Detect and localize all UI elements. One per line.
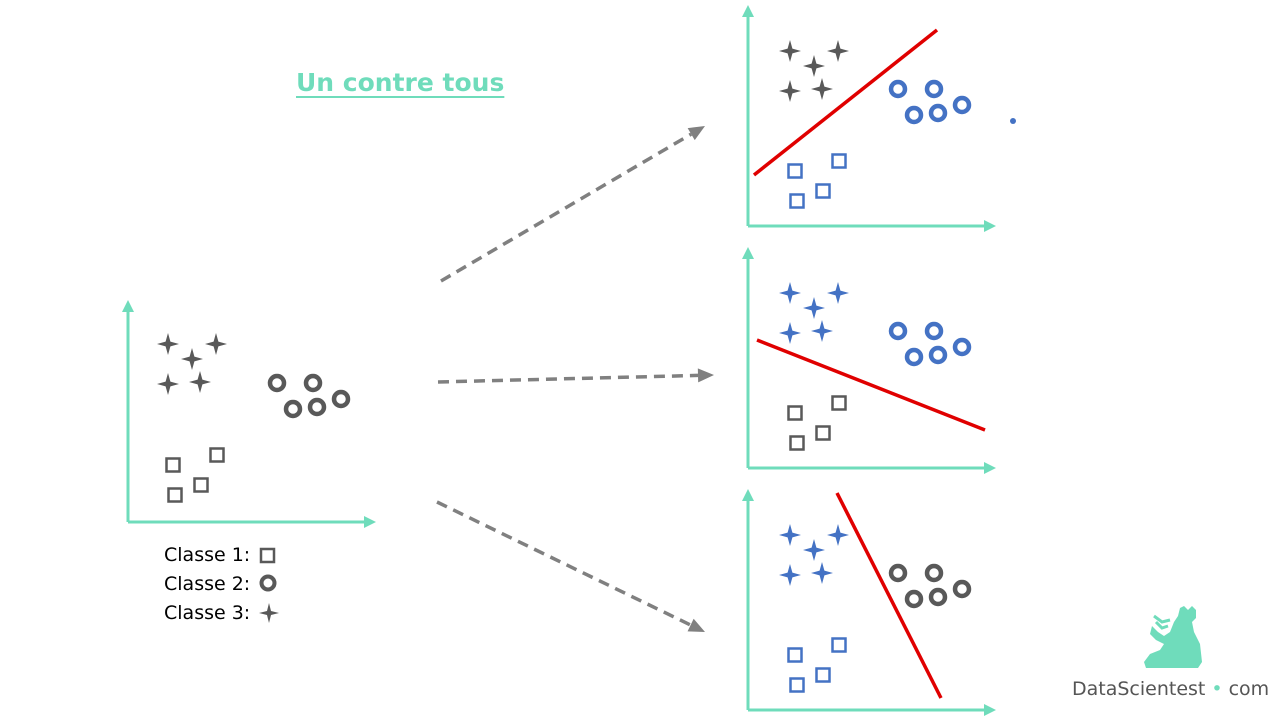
source-star-marker-3 <box>205 333 227 355</box>
source-square-marker-4 <box>167 487 183 503</box>
binary-panel-1-square-marker-3 <box>815 183 831 199</box>
dashed-arrow-1-head <box>687 126 705 141</box>
legend-item-class-2: Classe 2: <box>164 569 280 598</box>
binary-panel-2-ring-marker-4 <box>928 345 948 365</box>
binary-panel-2-star-marker-4 <box>779 322 801 344</box>
source-square-marker-3 <box>193 477 209 493</box>
dashed-arrow-3-head <box>687 618 705 632</box>
binary-panel-1-ring-marker-4 <box>928 103 948 123</box>
dashed-arrow-1 <box>440 132 693 283</box>
binary-panel-1-ring-marker-5 <box>952 95 972 115</box>
binary-panel-1-star-marker-4 <box>779 80 801 102</box>
binary-panel-1-separator-line <box>752 28 939 177</box>
binary-panel-3-star-marker-5 <box>811 562 833 584</box>
legend-label-class-3: Classe 3: <box>164 601 251 624</box>
binary-panel-1-star-marker-3 <box>827 40 849 62</box>
binary-panel-1-square-marker-4 <box>789 193 805 209</box>
binary-panel-2-square-marker-3 <box>815 425 831 441</box>
sphinx-logo-icon <box>1144 606 1202 668</box>
legend-label-class-1: Classe 1: <box>164 543 251 566</box>
binary-panel-1-star-marker-5 <box>811 78 833 100</box>
legend-item-class-1: Classe 1: <box>164 540 280 569</box>
source-ring-marker-1 <box>267 373 287 393</box>
binary-panel-1-star-marker-1 <box>779 40 801 62</box>
binary-panel-2-x-axis-arrowhead <box>984 462 996 474</box>
four-point-star-marker-icon <box>259 602 280 623</box>
source-star-marker-1 <box>157 333 179 355</box>
binary-panel-3-separator-line <box>835 492 943 699</box>
dashed-arrow-2-head <box>697 368 714 383</box>
page-title: Un contre tous <box>296 68 505 97</box>
source-ring-marker-5 <box>331 389 351 409</box>
binary-panel-1-star-marker-2 <box>803 55 825 77</box>
binary-panel-3-y-axis-arrowhead <box>742 489 754 501</box>
binary-panel-2-square-marker-4 <box>789 435 805 451</box>
source-ring-marker-4 <box>307 397 327 417</box>
binary-panel-2-square-marker-1 <box>787 405 803 421</box>
binary-panel-1-y-axis-arrowhead <box>742 5 754 17</box>
source-panel-x-axis-arrowhead <box>364 516 376 528</box>
binary-panel-3-ring-marker-4 <box>928 587 948 607</box>
binary-panel-3-star-marker-2 <box>803 539 825 561</box>
source-square-marker-1 <box>165 457 181 473</box>
binary-panel-2-y-axis-arrowhead <box>742 247 754 259</box>
binary-panel-2-square-marker-2 <box>831 395 847 411</box>
binary-panel-2-star-marker-5 <box>811 320 833 342</box>
stray-dot <box>1010 118 1016 124</box>
binary-panel-1-square-marker-1 <box>787 163 803 179</box>
binary-panel-1-ring-marker-1 <box>888 79 908 99</box>
legend-label-class-2: Classe 2: <box>164 572 251 595</box>
binary-panel-1-square-marker-2 <box>831 153 847 169</box>
binary-panel-1-ring-marker-2 <box>924 79 944 99</box>
binary-panel-2-ring-marker-1 <box>888 321 908 341</box>
dashed-arrow-2 <box>437 373 699 384</box>
binary-panel-3-star-marker-3 <box>827 524 849 546</box>
binary-panel-3-star-marker-1 <box>779 524 801 546</box>
source-ring-marker-3 <box>283 399 303 419</box>
brand-wordmark: DataScientest•com <box>1072 678 1269 700</box>
binary-panel-2-separator-line <box>756 338 986 432</box>
brand-dot: • <box>1211 678 1223 700</box>
binary-panel-2-star-marker-2 <box>803 297 825 319</box>
binary-panel-3-ring-marker-1 <box>888 563 908 583</box>
square-marker-icon <box>259 547 276 563</box>
brand-suffix: com <box>1228 678 1270 700</box>
binary-panel-3-x-axis-arrowhead <box>984 704 996 716</box>
binary-panel-1-x-axis-arrowhead <box>984 220 996 232</box>
binary-panel-3-square-marker-2 <box>831 637 847 653</box>
legend: Classe 1: Classe 2: Classe 3: <box>164 540 280 627</box>
ring-marker-icon <box>259 574 277 591</box>
source-star-marker-4 <box>157 373 179 395</box>
binary-panel-2-star-marker-1 <box>779 282 801 304</box>
binary-panel-2-ring-marker-2 <box>924 321 944 341</box>
source-star-marker-2 <box>181 348 203 370</box>
binary-panel-3-ring-marker-3 <box>904 589 924 609</box>
binary-panel-3-star-marker-4 <box>779 564 801 586</box>
binary-panel-3-ring-marker-5 <box>952 579 972 599</box>
binary-panel-2-ring-marker-3 <box>904 347 924 367</box>
source-ring-marker-2 <box>303 373 323 393</box>
binary-panel-3-ring-marker-2 <box>924 563 944 583</box>
binary-panel-2-star-marker-3 <box>827 282 849 304</box>
binary-panel-3-square-marker-4 <box>789 677 805 693</box>
legend-item-class-3: Classe 3: <box>164 598 280 627</box>
binary-panel-3-square-marker-3 <box>815 667 831 683</box>
brand-name: DataScientest <box>1072 678 1206 700</box>
binary-panel-3-square-marker-1 <box>787 647 803 663</box>
source-star-marker-5 <box>189 371 211 393</box>
source-panel-y-axis-arrowhead <box>122 300 134 312</box>
source-square-marker-2 <box>209 447 225 463</box>
dashed-arrow-3 <box>436 500 692 627</box>
binary-panel-1-ring-marker-3 <box>904 105 924 125</box>
binary-panel-2-ring-marker-5 <box>952 337 972 357</box>
